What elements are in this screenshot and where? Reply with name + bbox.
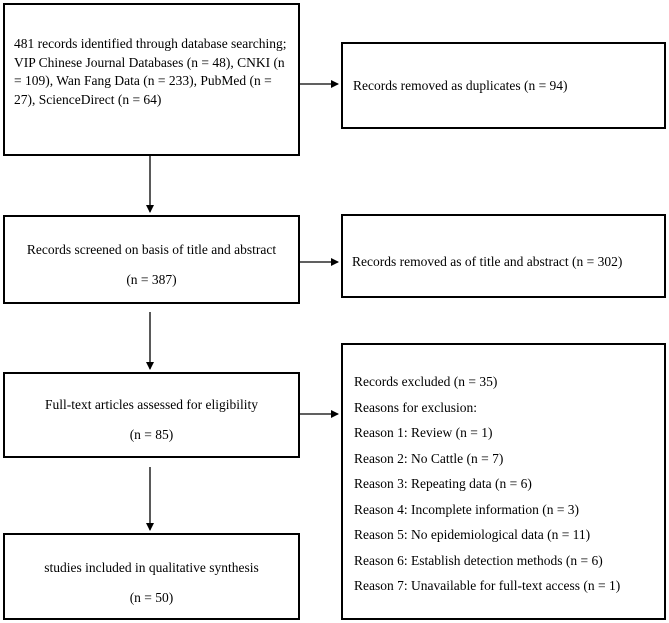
- exclusion-box: Records excluded (n = 35) Reasons for ex…: [341, 343, 666, 620]
- exclusion-line: Reason 7: Unavailable for full-text acce…: [354, 578, 621, 593]
- exclusion-line: Reason 2: No Cattle (n = 7): [354, 450, 504, 466]
- exclusion-line: Reason 1: Review (n = 1): [354, 425, 493, 440]
- duplicates-text: Records removed as duplicates (n = 94): [353, 78, 568, 93]
- identification-box: 481 records identified through database …: [3, 3, 300, 156]
- exclusion-line: Reason 4: Incomplete information (n = 3): [354, 501, 580, 517]
- eligibility-text: Full-text articles assessed for eligibil…: [45, 397, 258, 412]
- removed-text: Records removed as of title and abstract…: [352, 254, 623, 269]
- screening-text: Records screened on basis of title and a…: [26, 242, 277, 257]
- included-count: (n = 50): [129, 590, 174, 605]
- exclusion-line: Records excluded (n = 35): [354, 374, 498, 389]
- included-box: studies included in qualitative synthesi…: [3, 533, 300, 620]
- included-text: studies included in qualitative synthesi…: [44, 560, 259, 575]
- removed-box: Records removed as of title and abstract…: [341, 214, 666, 298]
- exclusion-line: Reason 6: Establish detection methods (n…: [354, 552, 603, 568]
- eligibility-box: Full-text articles assessed for eligibil…: [3, 372, 300, 458]
- eligibility-count: (n = 85): [129, 427, 174, 442]
- screening-box: Records screened on basis of title and a…: [3, 215, 300, 304]
- identification-text: 481 records identified through database …: [14, 36, 287, 107]
- exclusion-line: Reasons for exclusion:: [354, 399, 477, 415]
- screening-count: (n = 387): [126, 272, 177, 287]
- exclusion-line: Reason 5: No epidemiological data (n = 1…: [354, 527, 591, 542]
- duplicates-box: Records removed as duplicates (n = 94): [341, 42, 666, 129]
- exclusion-line: Reason 3: Repeating data (n = 6): [354, 476, 532, 491]
